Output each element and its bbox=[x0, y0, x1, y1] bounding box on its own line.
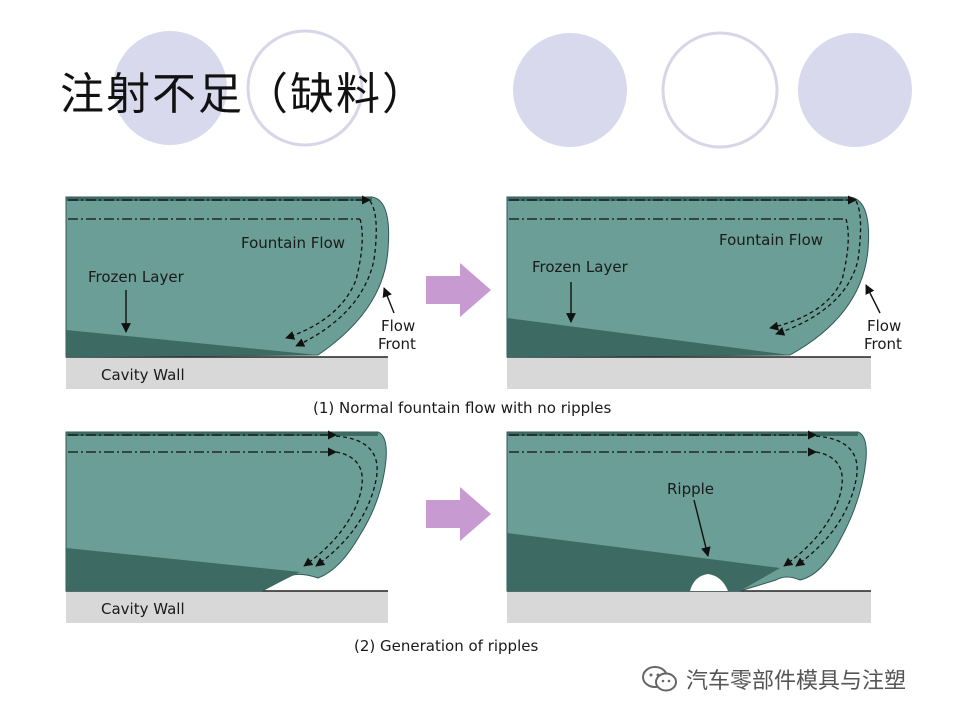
flow-front-pointer bbox=[382, 287, 395, 314]
fountain-curve-inner bbox=[303, 451, 363, 567]
fountain-curve-inner bbox=[783, 451, 843, 567]
decor-circle-filled bbox=[513, 33, 627, 147]
watermark: 汽车零部件模具与注塑 bbox=[640, 662, 906, 696]
watermark-text: 汽车零部件模具与注塑 bbox=[686, 669, 907, 694]
frozen-layer-region bbox=[66, 330, 318, 357]
label-flow: Flow bbox=[381, 317, 415, 335]
fountain-curve-outer bbox=[775, 200, 862, 336]
page-title: 注射不足（缺料） bbox=[60, 69, 428, 120]
cavity-wall bbox=[66, 357, 388, 389]
label-fountain-flow: Fountain Flow bbox=[241, 234, 345, 252]
decorative-circles bbox=[113, 29, 912, 149]
melt-region bbox=[506, 196, 870, 358]
label-front: Front bbox=[378, 335, 416, 353]
decor-circle-ring bbox=[246, 29, 364, 147]
label-fountain-flow: Fountain Flow bbox=[719, 231, 823, 249]
decor-circle-filled bbox=[113, 31, 227, 145]
melt-region bbox=[65, 196, 390, 358]
frozen-layer-region bbox=[507, 318, 790, 357]
label-frozen-layer: Frozen Layer bbox=[88, 268, 185, 286]
cavity-wall bbox=[507, 591, 871, 623]
panel-ripple-after: Ripple bbox=[506, 430, 871, 623]
fountain-curve-inner bbox=[285, 218, 363, 340]
ripple-bump bbox=[690, 574, 728, 591]
process-arrow-right bbox=[426, 487, 491, 541]
label-ripple: Ripple bbox=[667, 480, 714, 498]
panel-ripple-before: Cavity Wall bbox=[65, 430, 388, 623]
caption-normal-flow: (1) Normal fountain flow with no ripples bbox=[313, 399, 612, 417]
panel-normal-flow-before: Fountain Flow Frozen Layer Flow Front Ca… bbox=[65, 195, 416, 389]
ripple-pointer bbox=[693, 499, 711, 557]
fountain-curve-outer bbox=[315, 435, 378, 567]
label-front: Front bbox=[864, 335, 902, 353]
flow-front-pointer bbox=[865, 284, 881, 314]
fountain-curve-outer bbox=[295, 200, 377, 347]
decor-circle-filled bbox=[798, 33, 912, 147]
label-cavity-wall: Cavity Wall bbox=[101, 600, 185, 618]
label-flow: Flow bbox=[867, 317, 901, 335]
cavity-wall bbox=[507, 357, 871, 389]
fountain-curve-outer bbox=[795, 435, 858, 567]
cavity-wall bbox=[66, 591, 388, 623]
process-arrow-right bbox=[426, 263, 491, 317]
caption-ripple-generation: (2) Generation of ripples bbox=[354, 637, 538, 655]
label-cavity-wall: Cavity Wall bbox=[101, 366, 185, 384]
frozen-layer-region bbox=[66, 548, 300, 591]
label-frozen-layer: Frozen Layer bbox=[532, 258, 629, 276]
wechat-icon bbox=[642, 666, 677, 692]
melt-region bbox=[65, 431, 387, 592]
panel-normal-flow-after: Fountain Flow Frozen Layer Flow Front bbox=[506, 195, 902, 389]
decor-circle-ring bbox=[661, 31, 779, 149]
fountain-curve-inner bbox=[769, 218, 849, 331]
